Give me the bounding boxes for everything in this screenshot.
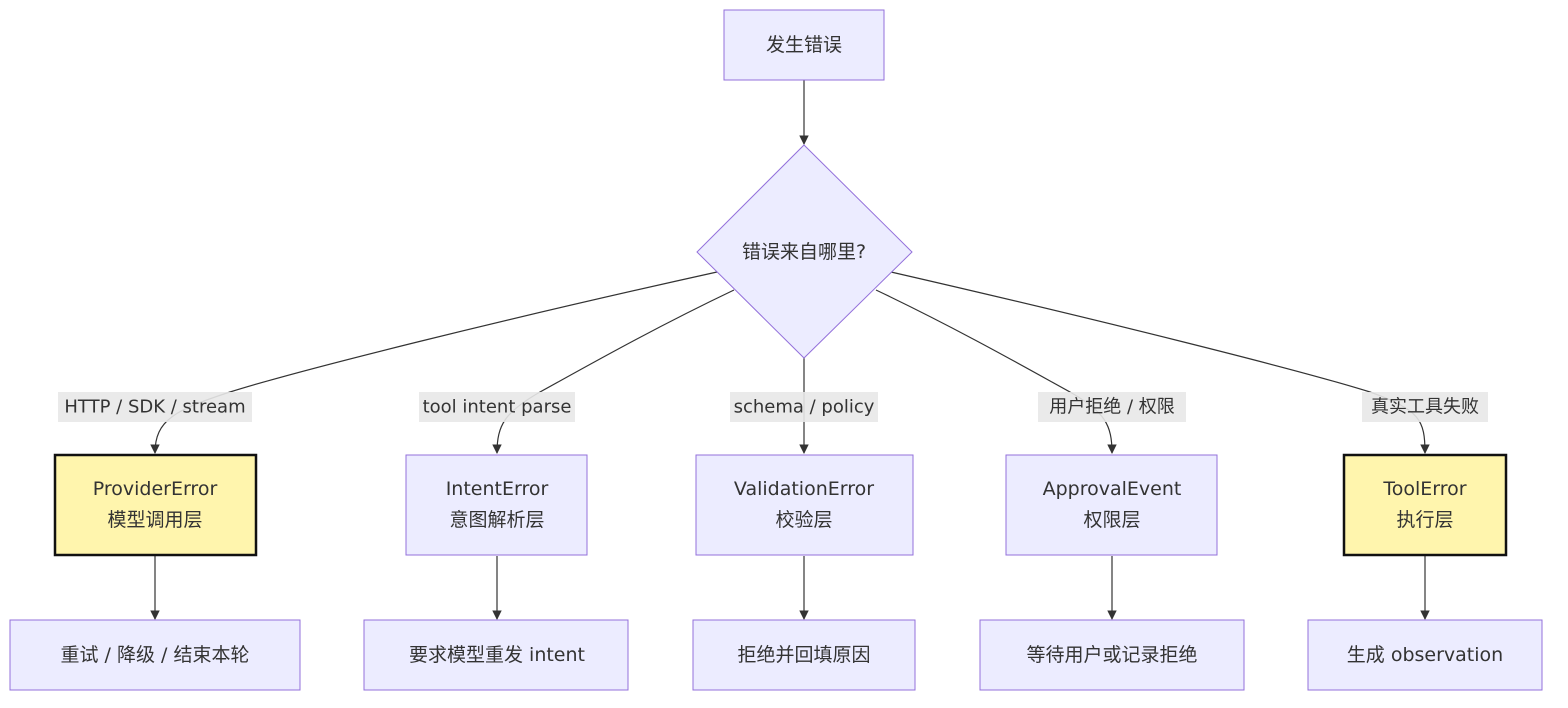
provider-error-title: ProviderError <box>93 478 218 500</box>
provider-action-label: 重试 / 降级 / 结束本轮 <box>61 644 250 666</box>
validation-error-layer: 校验层 <box>775 509 832 531</box>
edge-label-provider: HTTP / SDK / stream <box>64 397 245 418</box>
edge-decision-to-intent <box>492 289 735 454</box>
approval-event-title: ApprovalEvent <box>1043 478 1182 500</box>
tool-error-layer: 执行层 <box>1396 509 1453 531</box>
edge-label-intent: tool intent parse <box>423 397 572 418</box>
tool-error-title: ToolError <box>1382 478 1466 500</box>
intent-error-node: IntentError 意图解析层 <box>405 454 588 556</box>
intent-error-title: IntentError <box>446 478 549 500</box>
start-node-label: 发生错误 <box>766 34 842 56</box>
edge-label-approval: 用户拒绝 / 权限 <box>1049 397 1175 418</box>
tool-error-node: ToolError 执行层 <box>1342 453 1508 557</box>
edge-labels: HTTP / SDK / stream tool intent parse sc… <box>58 392 1488 422</box>
intent-action-node: 要求模型重发 intent <box>363 619 629 691</box>
edge-label-tool: 真实工具失败 <box>1371 397 1479 418</box>
provider-error-layer: 模型调用层 <box>107 509 202 531</box>
tool-action-label: 生成 observation <box>1347 644 1503 666</box>
approval-action-label: 等待用户或记录拒绝 <box>1026 644 1197 666</box>
validation-error-node: ValidationError 校验层 <box>695 454 914 556</box>
intent-action-label: 要求模型重发 intent <box>409 644 585 666</box>
start-node: 发生错误 <box>723 9 885 81</box>
tool-action-node: 生成 observation <box>1307 619 1543 691</box>
edge-decision-to-approval <box>875 289 1117 454</box>
provider-action-node: 重试 / 降级 / 结束本轮 <box>9 619 301 691</box>
validation-error-title: ValidationError <box>734 478 874 500</box>
provider-error-node: ProviderError 模型调用层 <box>53 453 258 557</box>
edge-decision-to-provider <box>150 271 718 454</box>
decision-node: 错误来自哪里? <box>696 144 913 359</box>
validation-action-node: 拒绝并回填原因 <box>692 619 916 691</box>
edge-decision-to-tool <box>890 271 1430 454</box>
decision-node-label: 错误来自哪里? <box>742 241 866 263</box>
intent-error-layer: 意图解析层 <box>449 509 544 531</box>
approval-action-node: 等待用户或记录拒绝 <box>979 619 1245 691</box>
edge-label-validation: schema / policy <box>734 397 875 418</box>
approval-event-node: ApprovalEvent 权限层 <box>1005 454 1218 556</box>
validation-action-label: 拒绝并回填原因 <box>737 644 870 666</box>
action-nodes: 重试 / 降级 / 结束本轮 要求模型重发 intent 拒绝并回填原因 等待用… <box>9 619 1543 691</box>
approval-event-layer: 权限层 <box>1083 509 1140 531</box>
error-nodes: ProviderError 模型调用层 IntentError 意图解析层 Va… <box>53 453 1508 557</box>
